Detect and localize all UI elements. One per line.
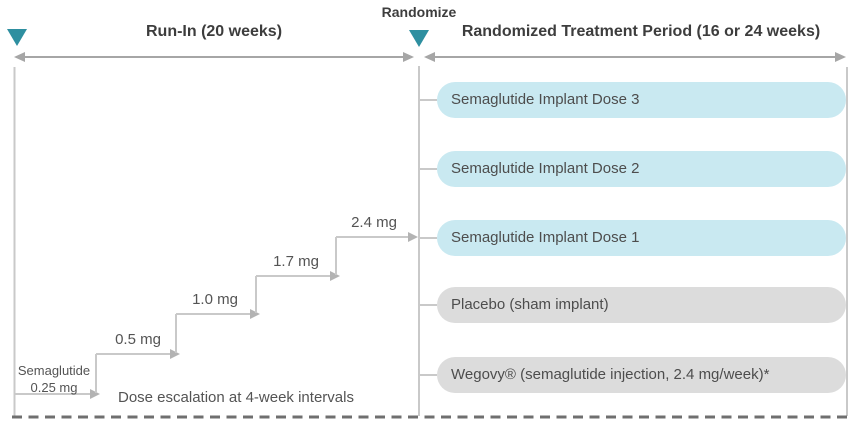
arm-box-placebo: Placebo (sham implant) — [437, 287, 846, 323]
arm-box-implant-dose-1: Semaglutide Implant Dose 1 — [437, 220, 846, 256]
dose-step-label-1-0mg: 1.0 mg — [192, 291, 238, 308]
dose-step-label-1-7mg: 1.7 mg — [273, 253, 319, 270]
arm-connectors — [420, 99, 437, 376]
run-in-header: Run-In (20 weeks) — [145, 23, 283, 40]
arm-box-wegovy: Wegovy® (semaglutide injection, 2.4 mg/w… — [437, 357, 846, 393]
dose-step-label-0-5mg: 0.5 mg — [115, 331, 161, 348]
starting-dose-amount: 0.25 mg — [30, 379, 78, 395]
arm-box-implant-dose-3: Semaglutide Implant Dose 3 — [437, 82, 846, 118]
baseline-triangle-icon — [7, 29, 27, 46]
starting-dose-drug: Semaglutide — [17, 363, 91, 378]
dose-escalation-caption: Dose escalation at 4-week intervals — [118, 389, 354, 406]
arm-box-implant-dose-2: Semaglutide Implant Dose 2 — [437, 151, 846, 187]
dose-escalation-staircase — [15, 232, 418, 399]
randomize-triangle-icon — [409, 30, 429, 47]
starting-dose-label: Semaglutide 0.25 mg — [10, 363, 98, 397]
randomize-label: Randomize — [381, 4, 457, 20]
run-in-period-arrow — [14, 52, 414, 62]
treatment-period-header: Randomized Treatment Period (16 or 24 we… — [461, 23, 821, 40]
dose-step-label-2-4mg: 2.4 mg — [351, 214, 397, 231]
treatment-period-arrow — [424, 52, 846, 62]
